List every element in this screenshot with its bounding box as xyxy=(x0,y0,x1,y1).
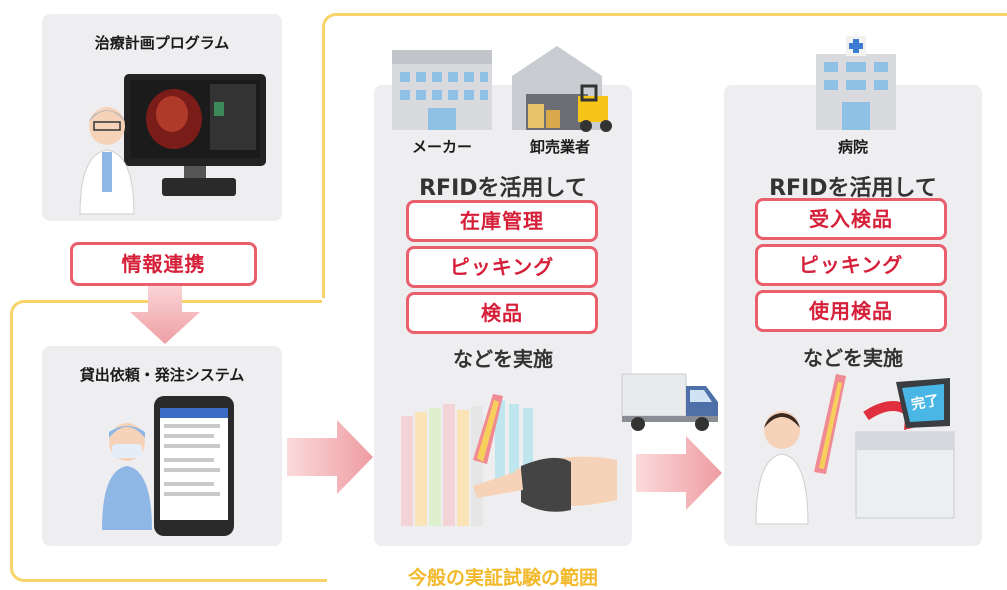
maker-item-inspection: 検品 xyxy=(406,292,598,334)
right-arrow-icon-2 xyxy=(636,436,722,510)
rfid-scanner-glove-icon xyxy=(401,394,617,526)
scope-label: 今般の実証試験の範囲 xyxy=(374,566,632,590)
info-link-box: 情報連携 xyxy=(70,242,257,286)
hospital-item-receiving: 受入検品 xyxy=(755,198,947,240)
maker-item-picking: ピッキング xyxy=(406,246,598,288)
hospital-rfid-heading: RFIDを活用して xyxy=(769,176,937,201)
scope-boundary-top xyxy=(322,13,1007,306)
treatment-planning-title: 治療計画プログラム xyxy=(94,34,230,52)
hospital-item-usage-inspection: 使用検品 xyxy=(755,290,947,332)
warehouse-forklift-icon xyxy=(512,46,612,132)
kiosk-icon xyxy=(855,378,955,519)
maker-item-inventory: 在庫管理 xyxy=(406,200,598,242)
right-arrow-icon xyxy=(287,420,373,494)
delivery-truck-icon xyxy=(621,373,718,431)
down-arrow-icon xyxy=(130,286,200,344)
surgeon-icon xyxy=(102,423,152,530)
hospital-footer: などを実施 xyxy=(803,346,903,370)
factory-building-icon xyxy=(392,50,492,130)
rfid-reader-paddle-icon xyxy=(814,374,846,474)
nurse-icon xyxy=(755,411,809,525)
wholesaler-label: 卸売業者 xyxy=(529,138,590,156)
lending-ordering-card: 貸出依頼・発注システム xyxy=(42,346,282,546)
doctor-icon xyxy=(79,107,135,215)
hospital-building-icon xyxy=(816,36,896,130)
lending-ordering-title: 貸出依頼・発注システム xyxy=(79,366,245,384)
maker-label: メーカー xyxy=(411,138,472,156)
smartphone-icon xyxy=(154,396,234,536)
hospital-label: 病院 xyxy=(837,138,868,156)
computer-monitor-icon xyxy=(124,74,266,196)
treatment-planning-card: 治療計画プログラム xyxy=(42,14,282,221)
hospital-item-picking: ピッキング xyxy=(755,244,947,286)
maker-rfid-heading: RFIDを活用して xyxy=(419,176,587,201)
maker-footer: などを実施 xyxy=(453,347,553,371)
scope-boundary-bottom xyxy=(322,298,328,306)
